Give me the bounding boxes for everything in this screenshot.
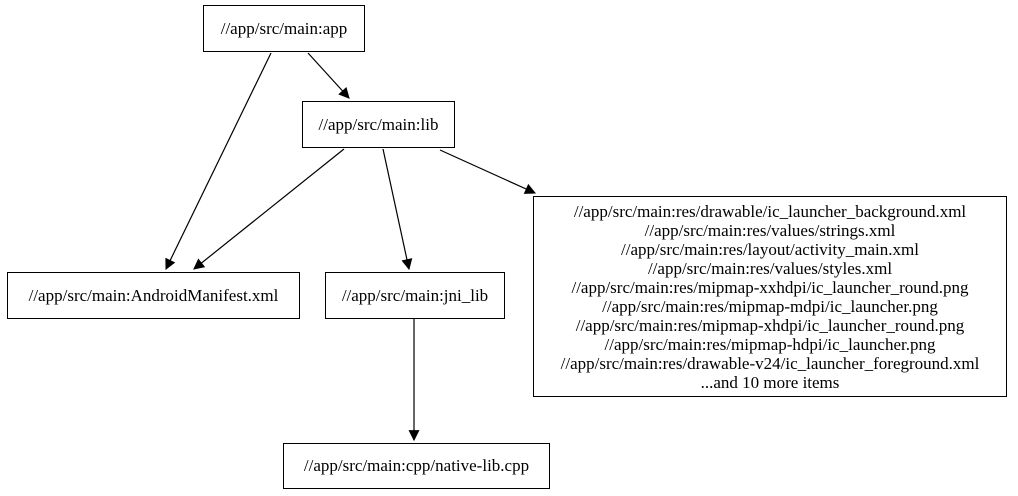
res-group-item: //app/src/main:res/mipmap-mdpi/ic_launch… (602, 296, 938, 316)
edge-app-to-lib (307, 52, 350, 99)
node-app: //app/src/main:app (203, 5, 365, 52)
node-android-manifest: //app/src/main:AndroidManifest.xml (7, 272, 300, 319)
edge-lib-to-android-manifest (193, 148, 345, 270)
res-group-item: //app/src/main:res/mipmap-xhdpi/ic_launc… (575, 315, 965, 335)
res-group-item: //app/src/main:res/mipmap-hdpi/ic_launch… (604, 334, 936, 354)
node-jni-lib: //app/src/main:jni_lib (325, 272, 505, 319)
edge-app-to-android-manifest (165, 52, 272, 270)
res-group-item: //app/src/main:res/values/strings.xml (644, 220, 896, 240)
res-group-item: //app/src/main:res/values/styles.xml (647, 258, 893, 278)
res-group-item: //app/src/main:res/drawable/ic_launcher_… (573, 201, 967, 221)
res-group-more-items: ...and 10 more items (700, 372, 840, 392)
node-res-group: //app/src/main:res/drawable/ic_launcher_… (533, 196, 1007, 397)
node-lib: //app/src/main:lib (302, 101, 455, 148)
res-group-item: //app/src/main:res/layout/activity_main.… (621, 239, 919, 259)
res-group-item: //app/src/main:res/drawable-v24/ic_launc… (560, 353, 980, 373)
edge-lib-to-res-group (439, 149, 537, 194)
node-native-lib-cpp: //app/src/main:cpp/native-lib.cpp (283, 443, 550, 489)
res-group-item: //app/src/main:res/mipmap-xxhdpi/ic_laun… (571, 277, 969, 297)
edge-lib-to-jni-lib (382, 148, 413, 271)
